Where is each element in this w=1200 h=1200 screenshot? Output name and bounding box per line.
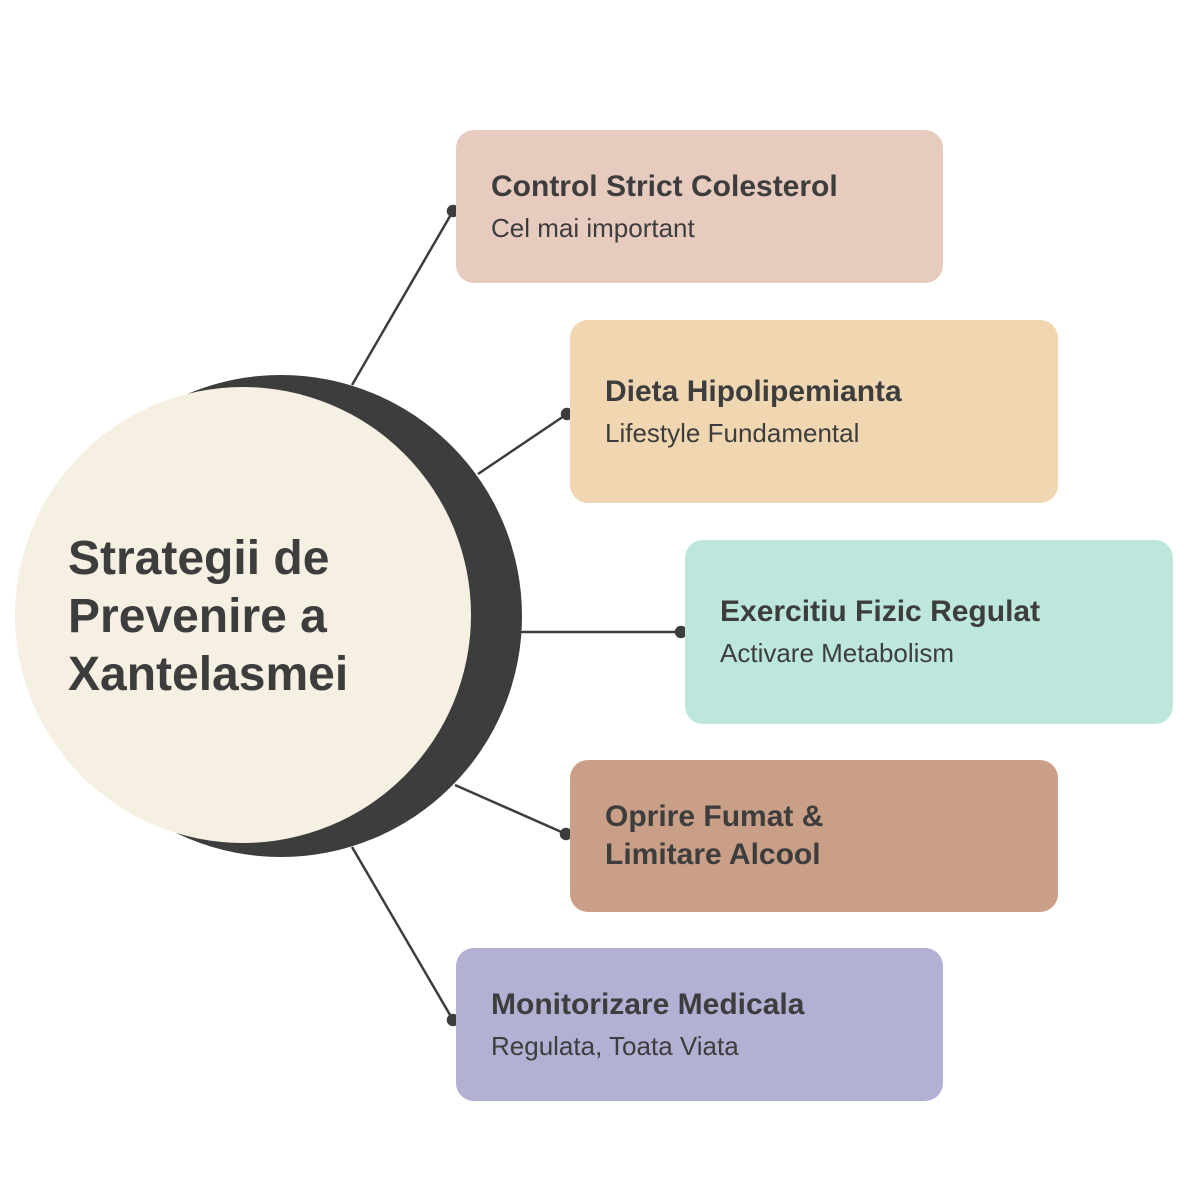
strategy-box-smoking-alcohol: Oprire Fumat & Limitare Alcool xyxy=(570,760,1058,912)
strategy-box-diet: Dieta Hipolipemianta Lifestyle Fundament… xyxy=(570,320,1058,503)
center-circle xyxy=(15,387,471,843)
strategy-box-monitoring: Monitorizare Medicala Regulata, Toata Vi… xyxy=(456,948,943,1101)
strategy-box-exercise: Exercitiu Fizic Regulat Activare Metabol… xyxy=(685,540,1173,724)
box-title: Monitorizare Medicala xyxy=(491,987,805,1021)
box-title: Exercitiu Fizic Regulat xyxy=(720,595,1041,628)
box-subtitle: Lifestyle Fundamental xyxy=(605,417,860,448)
connector-1 xyxy=(350,210,455,386)
connector-2 xyxy=(477,412,568,476)
connector-4 xyxy=(454,783,567,836)
box-title: Control Strict Colesterol xyxy=(491,169,838,203)
box-subtitle: Regulata, Toata Viata xyxy=(491,1030,739,1061)
connector-5 xyxy=(350,846,455,1021)
box-subtitle: Activare Metabolism xyxy=(720,638,955,668)
box-subtitle: Cel mai important xyxy=(491,212,695,243)
strategy-box-cholesterol: Control Strict Colesterol Cel mai import… xyxy=(456,130,943,283)
box-title: Dieta Hipolipemianta xyxy=(605,374,902,408)
center-title: Strategii de Prevenire a Xantelasmei xyxy=(68,532,349,701)
box-title: Oprire Fumat & Limitare Alcool xyxy=(605,800,824,871)
